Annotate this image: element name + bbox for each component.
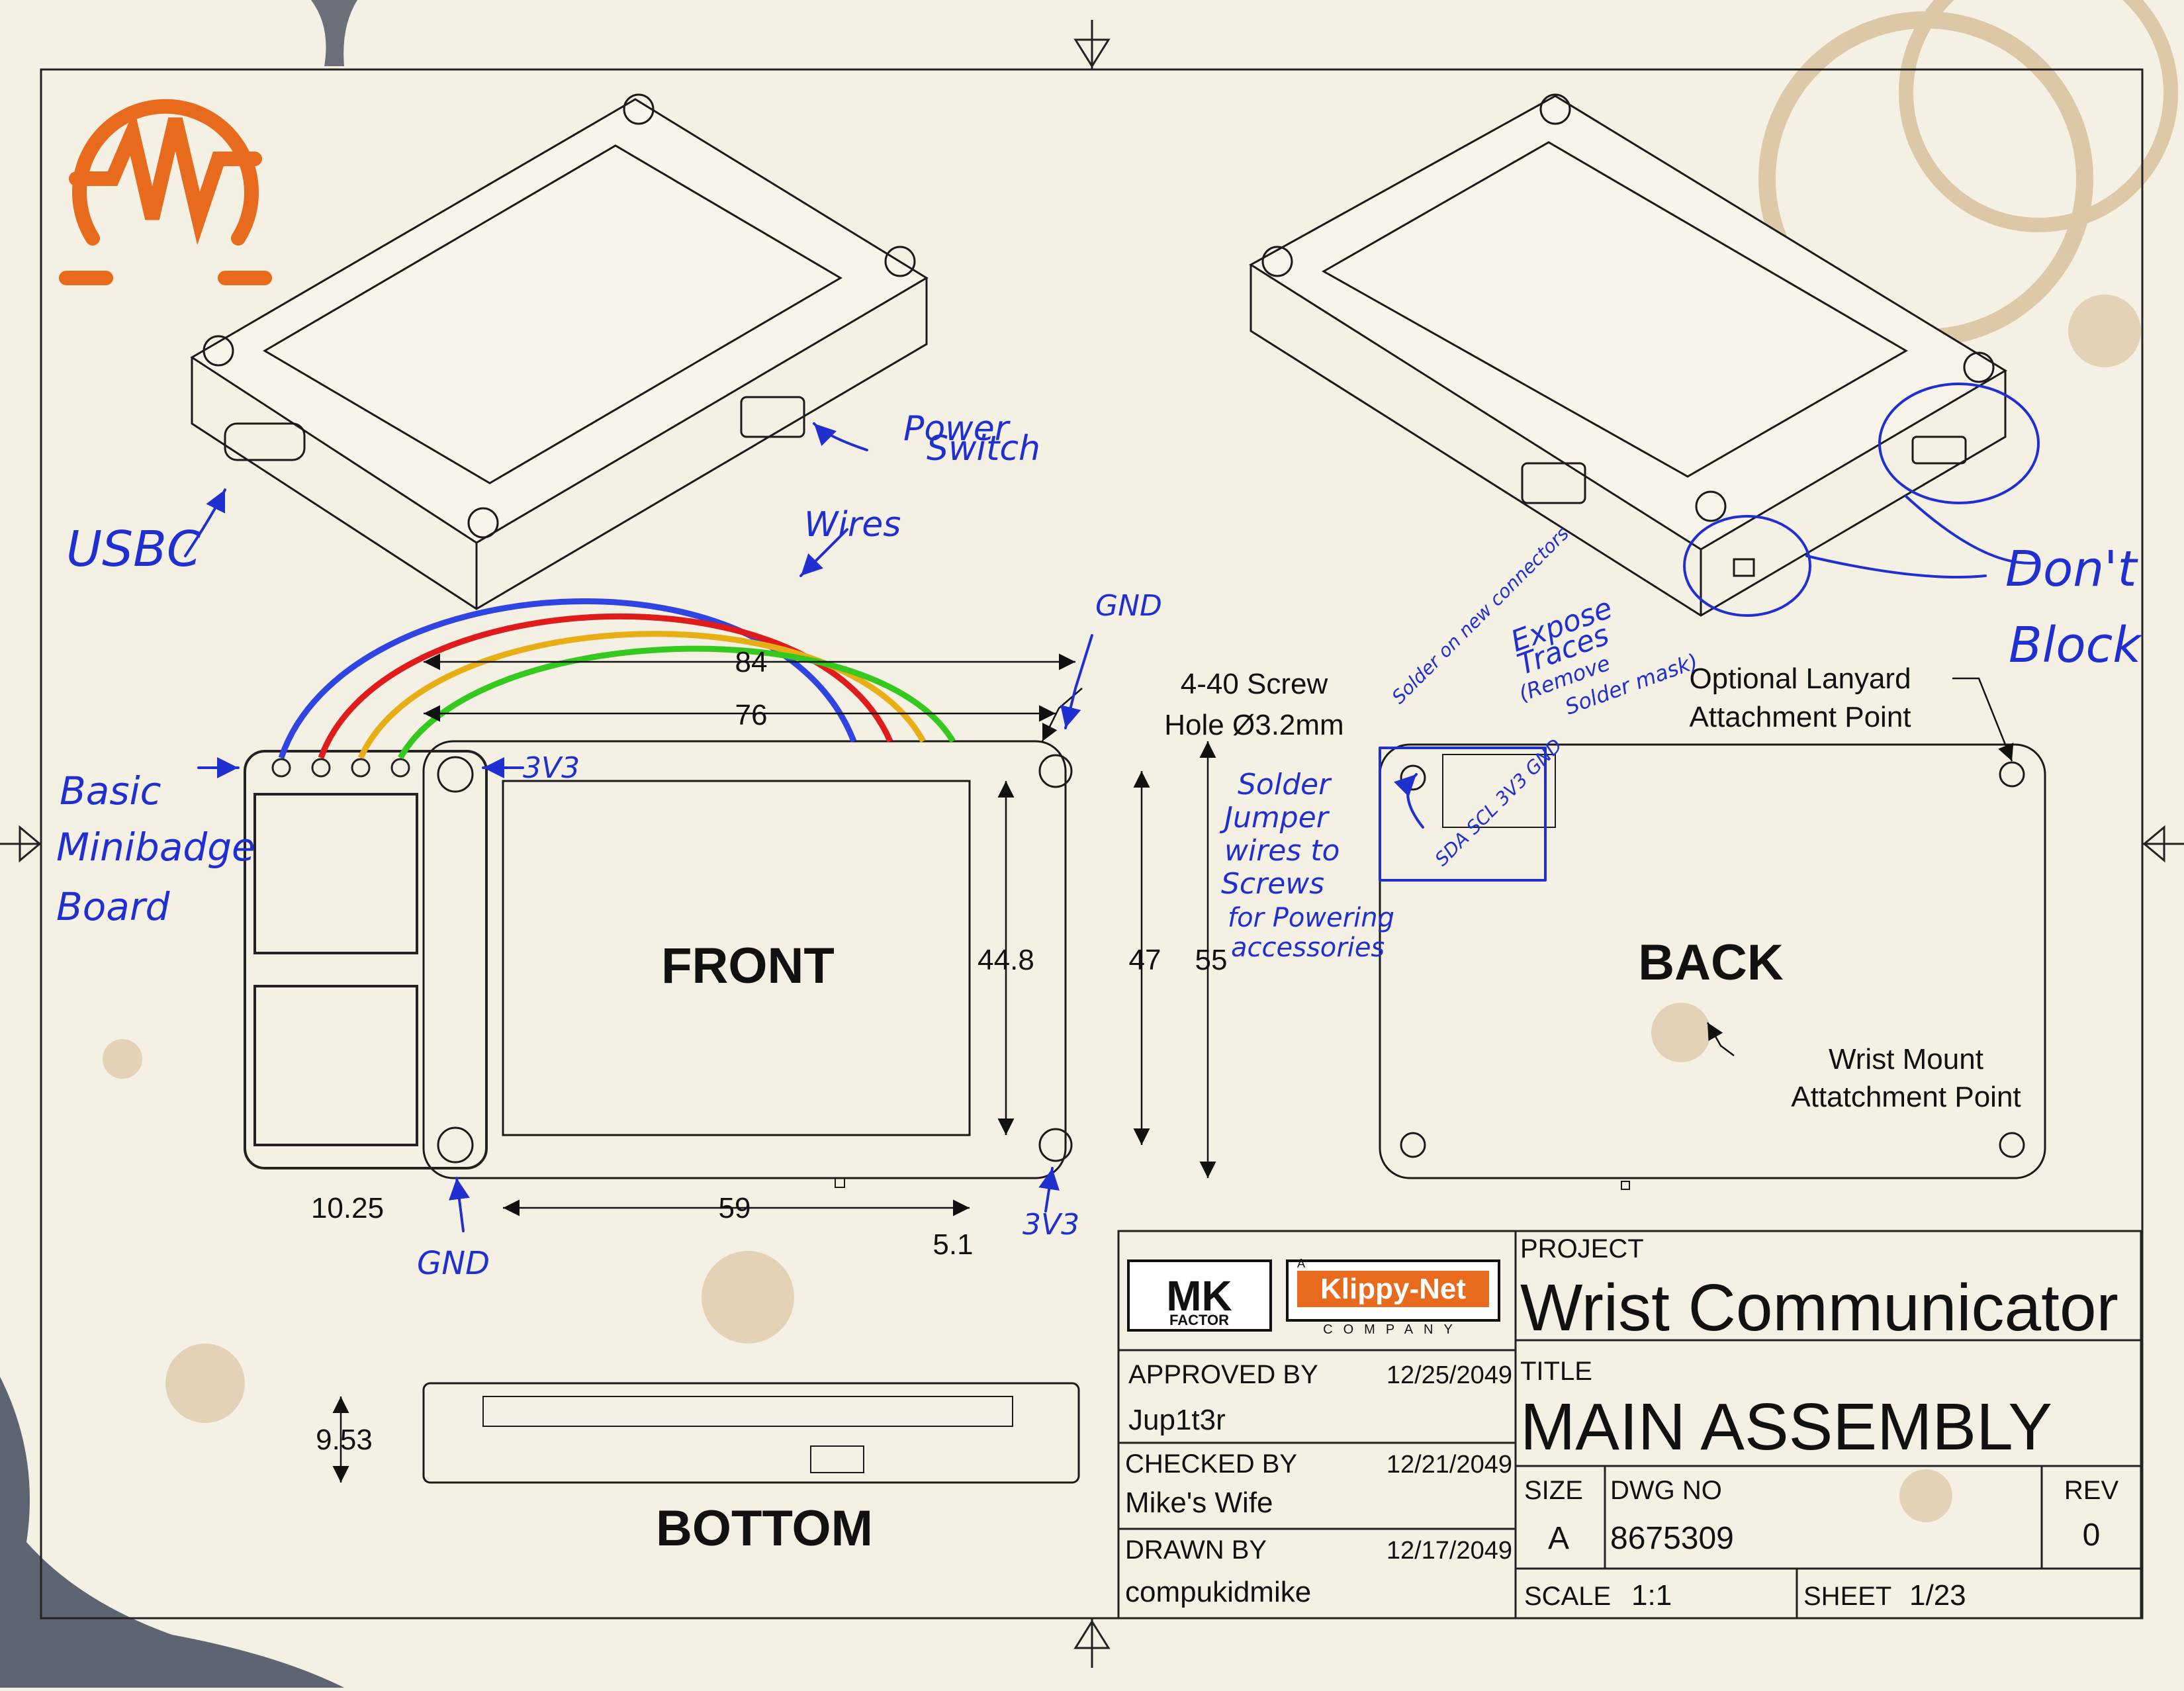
dim-84: 84 [735,646,768,678]
title-label: TITLE [1520,1357,1592,1386]
dim-76: 76 [735,699,768,731]
logo-texts: MK FACTOR A Klippy-Net COMPANY [1166,1257,1466,1337]
note-solder-line2: Jumper [1219,801,1330,835]
note-power-line2: Switch [927,429,1040,469]
note-basic-line3: Board [56,884,171,929]
note-usbc: USBC [66,521,201,578]
note-basic-line2: Minibadge [56,825,255,870]
note-basic-line1: Basic [60,768,161,813]
handwritten-notes: USBC Power Switch Wires GND 3V3 GND 3V3 … [56,409,2143,1282]
drawn-by-label: DRAWN BY [1125,1535,1267,1565]
screw-callout-line1: 4-40 Screw [1181,668,1328,700]
annotation-strokes [184,383,2040,1232]
front-view [422,740,1073,1188]
dimension-lines [332,653,2014,1483]
title-block-frame [1117,1230,2142,1620]
dwg-no-value: 8675309 [1610,1521,1734,1556]
rev-label: REV [2064,1476,2119,1505]
center-marks [0,20,2184,1668]
scale-value: 1:1 [1631,1579,1672,1612]
bottom-view [422,1382,1080,1484]
scale-label: SCALE [1524,1582,1611,1611]
bottom-label: BOTTOM [656,1500,873,1557]
wrist-callout-line2: Attatchment Point [1791,1081,2021,1113]
lanyard-callout-line2: Attachment Point [1689,701,1911,733]
approved-by-label: APPROVED BY [1128,1360,1318,1389]
brand-logo [59,99,272,285]
screw-callout-line2: Hole Ø3.2mm [1164,709,1343,741]
checked-name: Mike's Wife [1125,1486,1273,1519]
lanyard-callout-line1: Optional Lanyard [1689,663,1911,695]
view-labels: FRONT BACK BOTTOM [656,935,1784,1557]
checked-by-label: CHECKED BY [1125,1449,1297,1479]
dwg-no-label: DWG NO [1610,1476,1722,1505]
note-dont: Don't [2005,541,2138,598]
dim-10-25: 10.25 [311,1192,384,1224]
size-value: A [1548,1521,1569,1556]
torn-corner [0,1377,344,1688]
sheet-label: SHEET [1803,1582,1891,1611]
company-logo-text: COMPANY [1323,1322,1463,1337]
drawn-date: 12/17/2049 [1387,1537,1512,1565]
dim-47: 47 [1129,944,1161,976]
note-gnd-bottom: GND [417,1245,490,1282]
note-gnd-top: GND [1095,589,1162,623]
checked-date: 12/21/2049 [1387,1451,1512,1479]
factor-logo-text: FACTOR [1169,1312,1229,1328]
minibadge-pins [271,758,410,778]
note-wires: Wires [804,505,901,545]
mk-logo-text: MK [1166,1272,1232,1320]
project-name: Wrist Communicator [1520,1271,2118,1345]
iso-view-back-right [1249,93,2007,617]
mk-factor-logo [1127,1259,1500,1332]
note-solder-line4: Screws [1221,867,1324,901]
note-solder-line3: wires to [1224,834,1340,868]
dim-59: 59 [719,1192,751,1224]
callouts: 4-40 Screw Hole Ø3.2mm Optional Lanyard … [1164,663,2021,1113]
sheet-value: 1/23 [1909,1579,1966,1612]
coffee-stain-spots [103,281,2141,1522]
dimension-labels: 84 76 44.8 47 55 59 10.25 5.1 9.53 [311,646,1228,1456]
title-block: APPROVED BY 12/25/2049 Jup1t3r CHECKED B… [1125,1234,2118,1612]
note-3v3-right: 3V3 [1023,1208,1079,1242]
dim-55: 55 [1195,944,1228,976]
note-power-line1: Power [903,409,1011,449]
size-label: SIZE [1524,1476,1583,1505]
note-3v3-left: 3V3 [523,751,580,785]
iso-view-front-left [190,93,929,610]
wrist-callout-line1: Wrist Mount [1829,1043,1983,1075]
approved-name: Jup1t3r [1128,1404,1226,1436]
back-label: BACK [1638,935,1784,991]
dim-5-1: 5.1 [933,1228,973,1261]
note-solder-line5: for Powering [1228,903,1394,933]
torn-top-edge [311,0,357,66]
note-block: Block [2009,617,2143,674]
drawn-name: compukidmike [1125,1576,1311,1608]
note-solder-line6: accessories [1231,933,1385,963]
note-solder-line1: Solder [1238,768,1332,801]
project-label: PROJECT [1520,1234,1644,1263]
approved-date: 12/25/2049 [1387,1361,1512,1389]
dim-44-8: 44.8 [978,944,1034,976]
klippy-a-text: A [1297,1257,1305,1270]
klippy-net-logo-text: Klippy-Net [1320,1273,1466,1305]
dim-9-53: 9.53 [316,1424,373,1456]
front-label: FRONT [661,938,835,994]
rev-value: 0 [2083,1518,2101,1553]
drawing-title: MAIN ASSEMBLY [1520,1390,2052,1464]
